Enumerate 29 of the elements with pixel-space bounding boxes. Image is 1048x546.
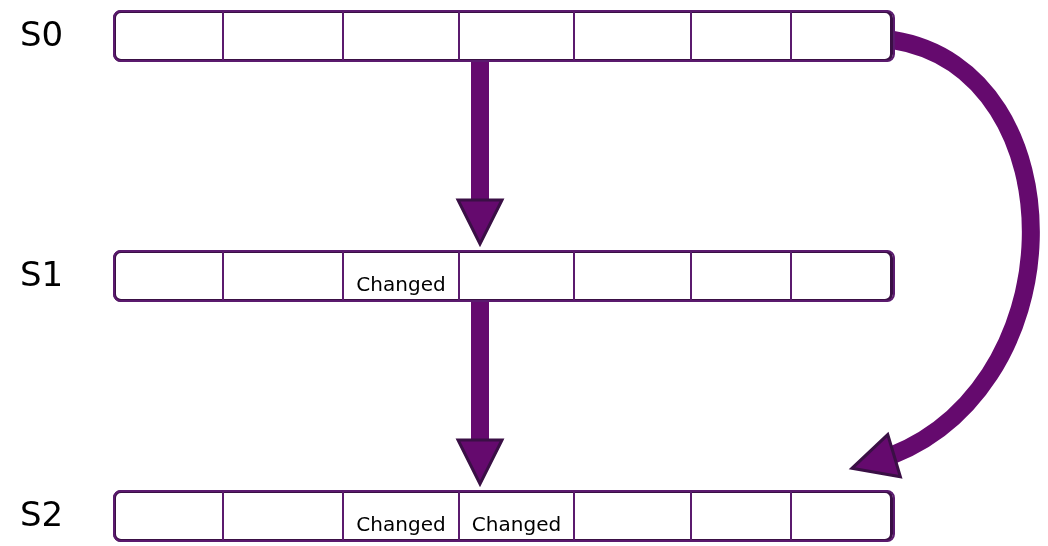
array-cell — [458, 250, 575, 302]
array-cell — [790, 250, 895, 302]
array-cell — [113, 10, 224, 62]
array-cell — [690, 250, 792, 302]
array-cell — [222, 250, 344, 302]
row-label: S1 — [20, 254, 64, 294]
array-cell — [573, 250, 692, 302]
arrow — [456, 62, 504, 246]
array-cell — [573, 490, 692, 542]
array-cell: Changed — [342, 490, 460, 542]
row-label: S2 — [20, 494, 64, 534]
array-bar — [113, 250, 893, 302]
array-bar — [113, 490, 893, 542]
array-cell — [342, 10, 460, 62]
array-cell — [790, 490, 895, 542]
array-bar — [113, 10, 893, 62]
arrow — [456, 302, 504, 486]
array-cell — [790, 10, 895, 62]
array-cell — [222, 10, 344, 62]
array-cell — [458, 10, 575, 62]
row-label: S0 — [20, 14, 64, 54]
array-cell — [113, 490, 224, 542]
array-cell — [690, 10, 792, 62]
array-cell: Changed — [342, 250, 460, 302]
array-cell — [573, 10, 692, 62]
array-cell — [690, 490, 792, 542]
array-cell: Changed — [458, 490, 575, 542]
array-cell — [222, 490, 344, 542]
array-cell — [113, 250, 224, 302]
